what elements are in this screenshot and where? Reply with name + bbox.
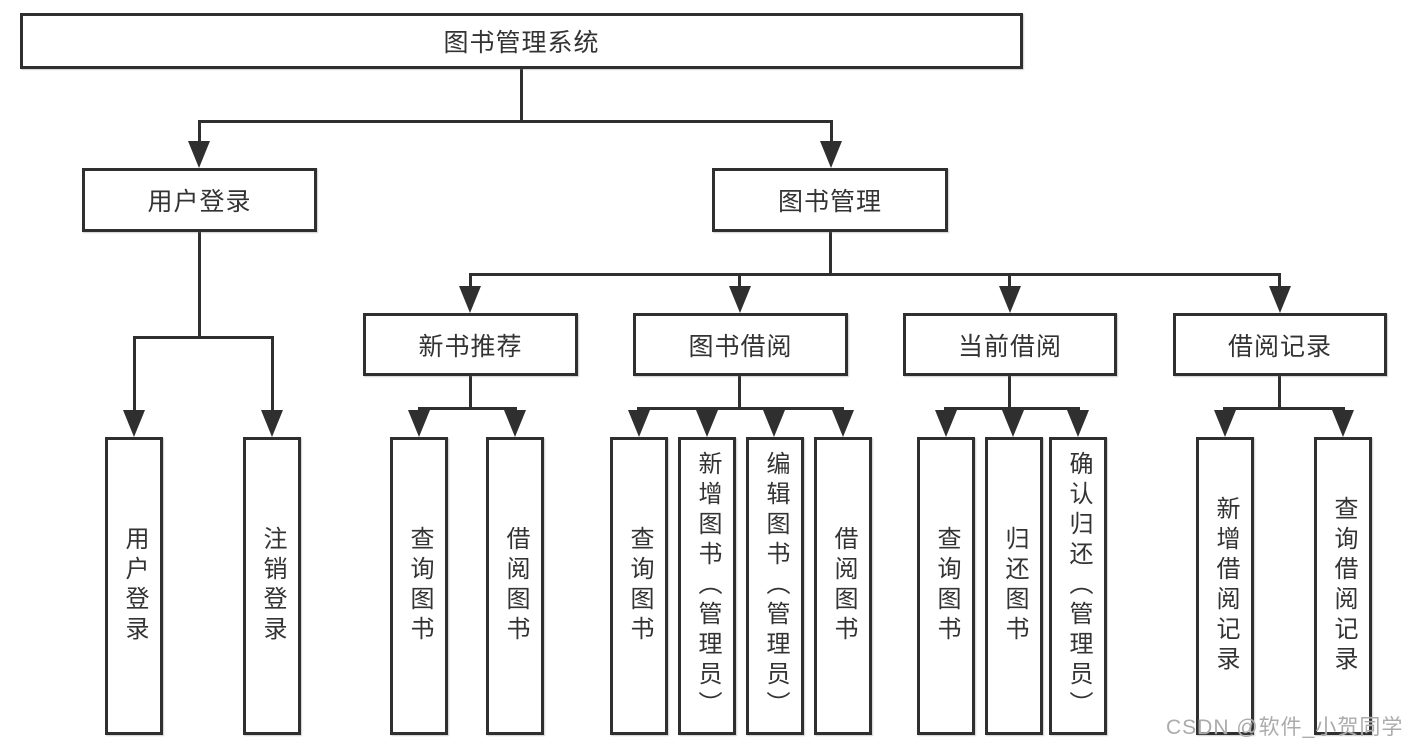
arrowhead-down-icon (459, 286, 481, 313)
arrowhead-down-icon (1002, 410, 1024, 437)
connector-stem (198, 120, 201, 143)
node-label: 新书推荐 (418, 332, 523, 361)
connector-records-trunk (1278, 376, 1281, 409)
node-label: 借阅图书 (502, 526, 529, 646)
arrowhead-down-icon (628, 410, 650, 437)
arrowhead-down-icon (729, 286, 751, 313)
connector-stem (271, 336, 274, 412)
arrowhead-down-icon (504, 410, 526, 437)
connector-new-book-branch (418, 407, 517, 410)
connector-current-trunk (1008, 376, 1011, 409)
node-label: 用户登录 (147, 188, 252, 216)
node-book-management: 图书管理 (712, 168, 948, 232)
node-label: 图书借阅 (688, 332, 793, 361)
connector-stem (469, 273, 472, 289)
connector-stem (133, 336, 136, 412)
node-label: 注销登录 (259, 526, 286, 646)
node-new-book-recommend: 新书推荐 (363, 313, 578, 376)
arrowhead-down-icon (1269, 286, 1291, 313)
arrowhead-down-icon (935, 410, 957, 437)
node-label: 借阅记录 (1227, 332, 1332, 361)
connector-stem (1278, 273, 1281, 289)
leaf-borrow-books: 借阅图书 (814, 437, 872, 735)
arrowhead-down-icon (261, 410, 283, 437)
node-label: 借阅图书 (830, 526, 857, 646)
node-book-borrow: 图书借阅 (633, 313, 848, 376)
csdn-watermark: CSDN @软件_小贺同学 (1166, 716, 1404, 739)
arrowhead-down-icon (763, 410, 785, 437)
node-label: 当前借阅 (957, 332, 1062, 361)
connector-user-login-branch (133, 336, 274, 339)
leaf-borrow-books-recommend: 借阅图书 (486, 437, 544, 735)
leaf-query-borrow-record: 查询借阅记录 (1314, 437, 1372, 735)
node-label: 图书管理系统 (443, 29, 600, 57)
arrowhead-down-icon (832, 410, 854, 437)
node-label: 查询借阅记录 (1330, 496, 1357, 676)
leaf-add-books-admin: 新增图书（管理员） (678, 437, 736, 735)
connector-root-trunk (520, 68, 523, 123)
connector-book-mgmt-trunk (829, 232, 832, 276)
node-label: 新增借阅记录 (1212, 496, 1239, 676)
connector-borrow-trunk (738, 376, 741, 409)
node-user-login: 用户登录 (82, 168, 317, 232)
leaf-add-borrow-record: 新增借阅记录 (1196, 437, 1254, 735)
connector-records-branch (1223, 407, 1345, 410)
leaf-query-books-current: 查询图书 (917, 437, 975, 735)
connector-stem (738, 273, 741, 289)
leaf-query-books-borrow: 查询图书 (610, 437, 668, 735)
arrowhead-down-icon (1332, 410, 1354, 437)
arrowhead-down-icon (1067, 410, 1089, 437)
node-borrow-records: 借阅记录 (1173, 313, 1387, 376)
leaf-logout: 注销登录 (243, 437, 301, 735)
arrowhead-down-icon (820, 141, 842, 168)
leaf-confirm-return-admin: 确认归还（管理员） (1049, 437, 1107, 735)
node-label: 查询图书 (626, 526, 653, 646)
node-label: 编辑图书（管理员） (762, 451, 789, 721)
leaf-return-books: 归还图书 (985, 437, 1043, 735)
node-current-borrow: 当前借阅 (903, 313, 1117, 376)
node-label: 查询图书 (933, 526, 960, 646)
node-label: 新增图书（管理员） (694, 451, 721, 721)
leaf-user-login: 用户登录 (105, 437, 163, 735)
connector-user-login-trunk (198, 232, 201, 339)
arrowhead-down-icon (1214, 410, 1236, 437)
connector-book-mgmt-branch (469, 273, 1280, 276)
node-label: 归还图书 (1001, 526, 1028, 646)
arrowhead-down-icon (999, 286, 1021, 313)
leaf-edit-books-admin: 编辑图书（管理员） (746, 437, 804, 735)
arrowhead-down-icon (408, 410, 430, 437)
arrowhead-down-icon (123, 410, 145, 437)
connector-new-book-trunk (469, 376, 472, 409)
node-label: 用户登录 (121, 526, 148, 646)
connector-stem (830, 120, 833, 143)
node-library-system: 图书管理系统 (20, 13, 1023, 69)
connector-root-branch (198, 120, 833, 123)
leaf-query-books-recommend: 查询图书 (390, 437, 448, 735)
arrowhead-down-icon (188, 141, 210, 168)
node-label: 查询图书 (406, 526, 433, 646)
connector-borrow-branch (637, 407, 844, 410)
arrowhead-down-icon (696, 410, 718, 437)
connector-stem (1008, 273, 1011, 289)
node-label: 图书管理 (777, 188, 882, 216)
node-label: 确认归还（管理员） (1065, 451, 1092, 721)
